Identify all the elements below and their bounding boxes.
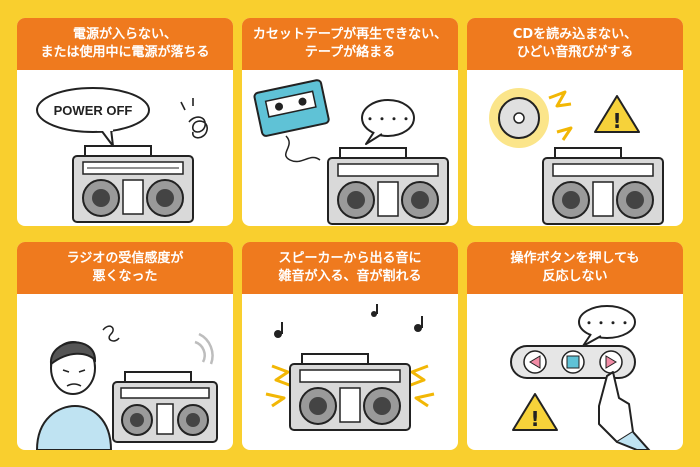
card-cassette: カセットテープが再生できない、 テープが絡まる ・・・・: [242, 18, 458, 226]
boombox-icon: [289, 353, 411, 431]
scribble-icon: [180, 98, 208, 139]
tangled-tape: [284, 135, 321, 163]
card-speaker-noise: スピーカーから出る音に 雑音が入る、音が割れる: [242, 242, 458, 450]
lightning-icon: [556, 126, 573, 141]
speech-bubble-icon: ・・・・: [578, 305, 636, 347]
card-buttons: 操作ボタンを押しても 反応しない ・・・・: [467, 242, 683, 450]
bubble-text: POWER OFF: [54, 103, 133, 118]
card-cd: CDを読み込まない、 ひどい音飛びがする !: [467, 18, 683, 226]
warning-icon: !: [512, 393, 558, 431]
card-illustration: ・・・・ !: [510, 305, 651, 450]
worried-person-icon: [35, 325, 120, 450]
card-title: CDを読み込まない、 ひどい音飛びがする: [467, 18, 683, 70]
card-title: ラジオの受信感度が 悪くなった: [17, 242, 233, 294]
speech-bubble-icon: POWER OFF: [36, 87, 150, 147]
card-title: スピーカーから出る音に 雑音が入る、音が割れる: [242, 242, 458, 294]
card-illustration: ・・・・: [253, 79, 449, 225]
svg-text:・・・・: ・・・・: [583, 316, 631, 330]
svg-text:!: !: [530, 407, 539, 431]
card-illustration: !: [489, 88, 664, 225]
noise-burst-icon: [265, 364, 435, 408]
svg-text:・・・・: ・・・・: [364, 112, 412, 126]
signal-icon: [194, 332, 214, 365]
boombox-icon: [112, 371, 218, 443]
cd-icon: [498, 97, 540, 139]
card-illustration: POWER OFF: [36, 87, 208, 223]
button-row-icon: [510, 345, 636, 379]
boombox-icon: [327, 147, 449, 225]
warning-icon: !: [594, 95, 640, 133]
card-illustration: [265, 304, 435, 431]
speech-bubble-icon: ・・・・: [361, 99, 415, 145]
card-title: 電源が入らない、 または使用中に電源が落ちる: [17, 18, 233, 70]
card-power-off: 電源が入らない、 または使用中に電源が落ちる POWER OFF: [17, 18, 233, 226]
boombox-icon: [72, 145, 194, 223]
card-title: カセットテープが再生できない、 テープが絡まる: [242, 18, 458, 70]
cassette-icon: [253, 79, 330, 137]
music-note-icon: [274, 304, 423, 338]
pointing-hand-icon: [598, 371, 651, 450]
card-title: 操作ボタンを押しても 反応しない: [467, 242, 683, 294]
card-radio: ラジオの受信感度が 悪くなった: [17, 242, 233, 450]
card-illustration: [35, 325, 218, 450]
svg-text:!: !: [612, 109, 621, 133]
boombox-icon: [542, 147, 664, 225]
lightning-icon: [548, 90, 572, 108]
